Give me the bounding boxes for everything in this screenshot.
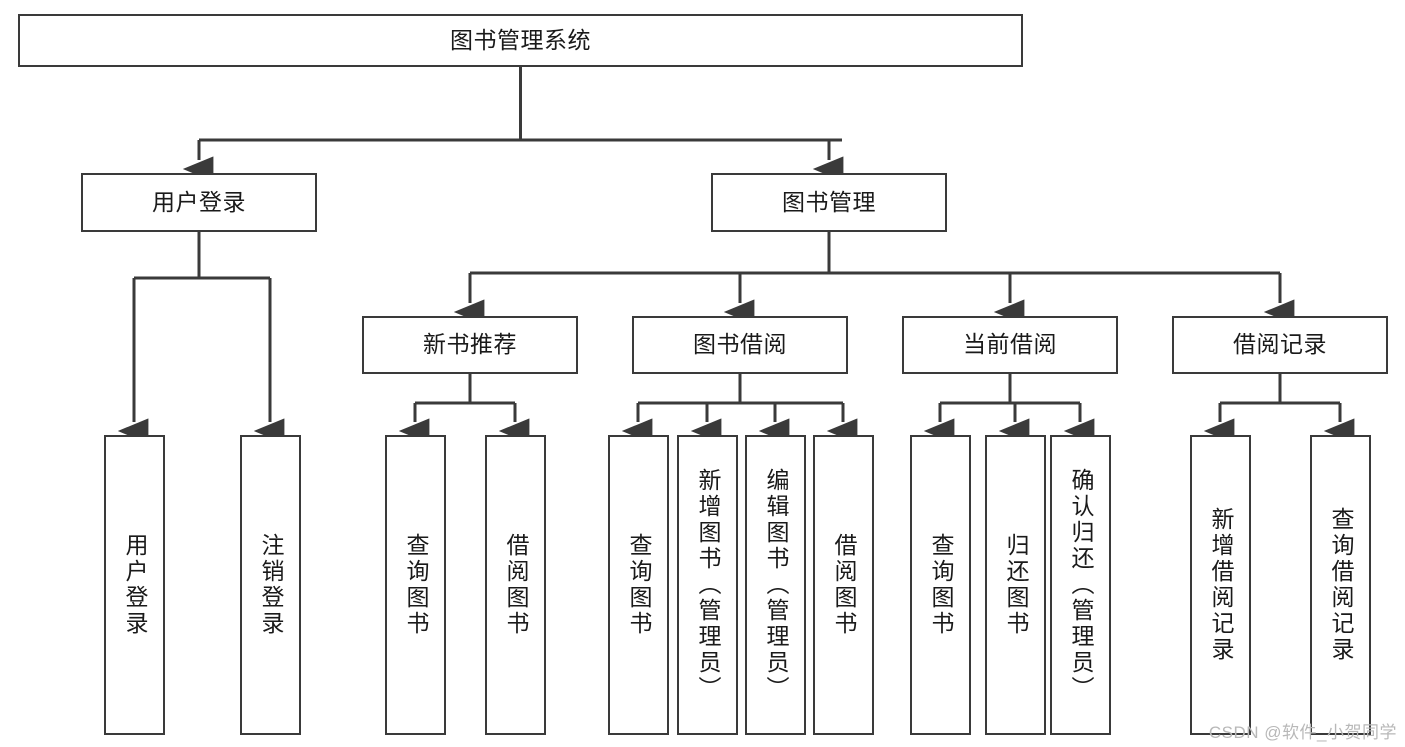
node-leaf-add-book-label: 新增图书（管理员） (695, 468, 721, 702)
node-new-book-recommend[interactable]: 新书推荐 (362, 316, 578, 374)
node-new-book-recommend-label: 新书推荐 (423, 331, 517, 358)
node-book-borrow-label: 图书借阅 (693, 331, 787, 358)
node-book-manage[interactable]: 图书管理 (711, 173, 947, 232)
node-leaf-confirm-return-label: 确认归还（管理员） (1068, 468, 1094, 702)
node-leaf-add-record-label: 新增借阅记录 (1208, 507, 1234, 663)
node-leaf-logout-label: 注销登录 (258, 533, 284, 637)
node-user-login-label: 用户登录 (152, 188, 246, 215)
watermark: CSDN @软件_小贺同学 (1208, 723, 1397, 742)
node-root[interactable]: 图书管理系统 (18, 14, 1023, 67)
node-leaf-edit-book-label: 编辑图书（管理员） (763, 468, 789, 702)
node-leaf-edit-book[interactable]: 编辑图书（管理员） (745, 435, 806, 735)
node-leaf-borrow-book-2[interactable]: 借阅图书 (813, 435, 874, 735)
node-leaf-borrow-book-2-label: 借阅图书 (831, 533, 857, 637)
node-user-login[interactable]: 用户登录 (81, 173, 317, 232)
node-leaf-query-book-2[interactable]: 查询图书 (608, 435, 669, 735)
node-borrow-record-label: 借阅记录 (1233, 331, 1327, 358)
node-leaf-query-record-label: 查询借阅记录 (1328, 507, 1354, 663)
node-current-borrow[interactable]: 当前借阅 (902, 316, 1118, 374)
node-leaf-borrow-book-1[interactable]: 借阅图书 (485, 435, 546, 735)
node-book-borrow[interactable]: 图书借阅 (632, 316, 848, 374)
node-book-manage-label: 图书管理 (782, 188, 876, 215)
node-leaf-user-login-label: 用户登录 (122, 533, 148, 637)
node-leaf-user-login[interactable]: 用户登录 (104, 435, 165, 735)
node-leaf-query-book-1[interactable]: 查询图书 (385, 435, 446, 735)
node-leaf-query-book-1-label: 查询图书 (403, 533, 429, 637)
node-leaf-borrow-book-1-label: 借阅图书 (503, 533, 529, 637)
node-leaf-return-book[interactable]: 归还图书 (985, 435, 1046, 735)
node-leaf-return-book-label: 归还图书 (1003, 533, 1029, 637)
node-leaf-add-record[interactable]: 新增借阅记录 (1190, 435, 1251, 735)
node-current-borrow-label: 当前借阅 (963, 331, 1057, 358)
node-leaf-confirm-return[interactable]: 确认归还（管理员） (1050, 435, 1111, 735)
node-leaf-query-book-3-label: 查询图书 (928, 533, 954, 637)
node-leaf-logout[interactable]: 注销登录 (240, 435, 301, 735)
node-leaf-query-book-3[interactable]: 查询图书 (910, 435, 971, 735)
node-leaf-query-book-2-label: 查询图书 (626, 533, 652, 637)
node-leaf-query-record[interactable]: 查询借阅记录 (1310, 435, 1371, 735)
node-leaf-add-book[interactable]: 新增图书（管理员） (677, 435, 738, 735)
node-root-label: 图书管理系统 (450, 26, 591, 53)
node-borrow-record[interactable]: 借阅记录 (1172, 316, 1388, 374)
